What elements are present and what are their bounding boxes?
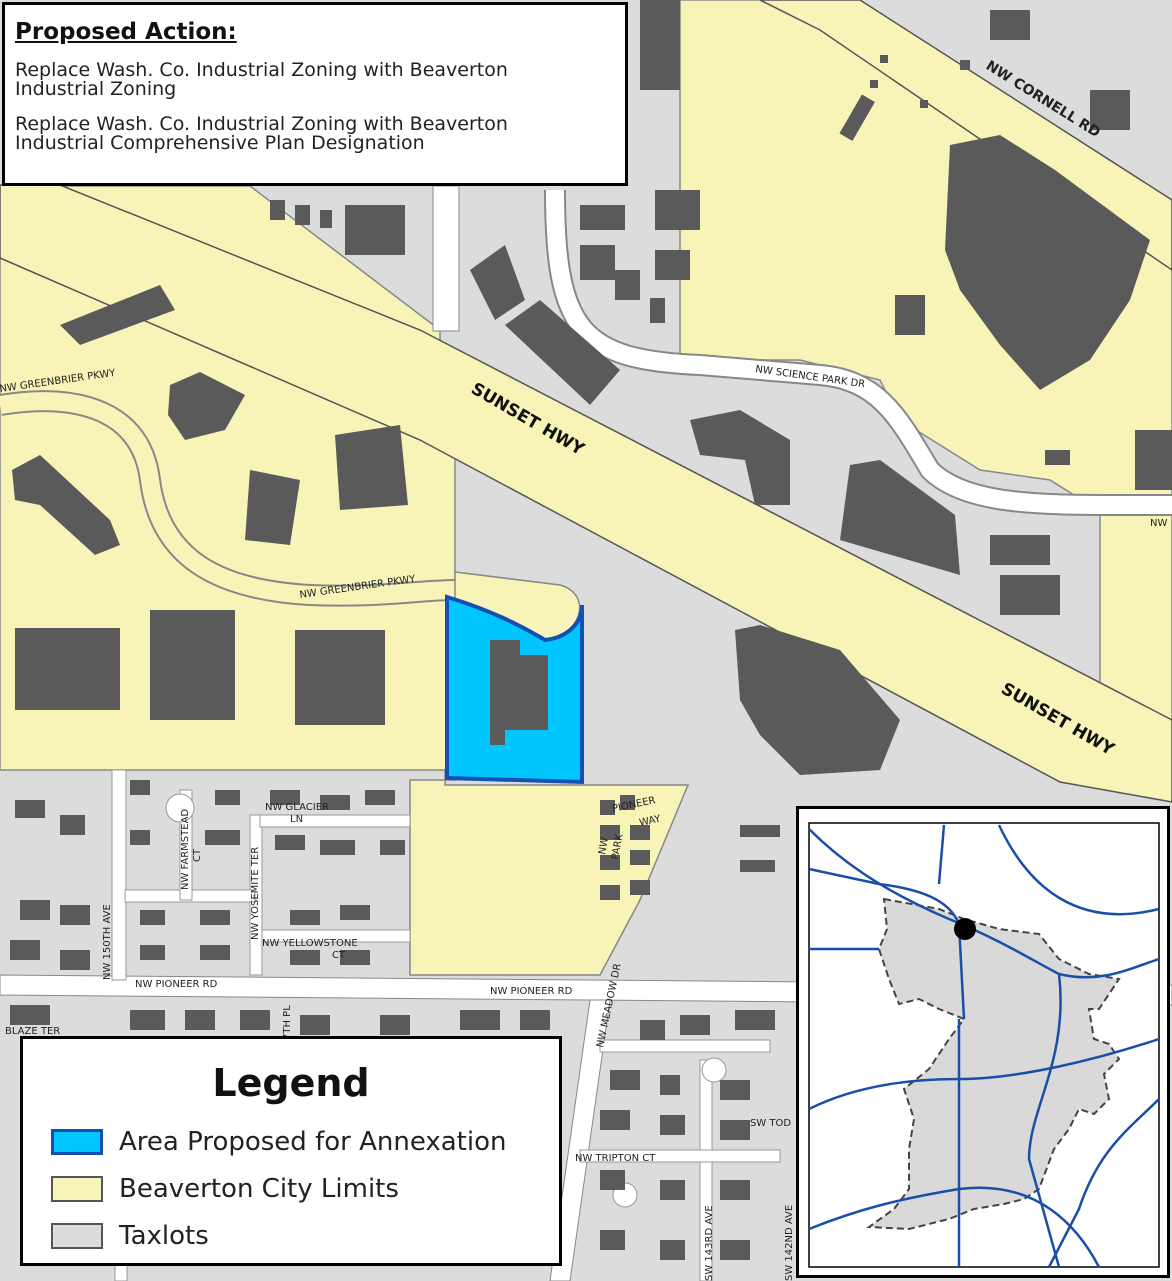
legend-box: Legend Area Proposed for Annexation Beav… (20, 1036, 562, 1266)
label-pioneer-rd-1: NW PIONEER RD (135, 979, 218, 990)
greenbrier-pkwy-fill (0, 392, 456, 605)
inset-svg (808, 822, 1160, 1268)
label-blaze: BLAZE TER (5, 1026, 60, 1037)
legend-swatch-city-limits (51, 1176, 103, 1202)
legend-label-city-limits: Beaverton City Limits (119, 1174, 399, 1204)
label-7th-pl: 7TH PL (282, 1005, 293, 1040)
label-yellowstone-ct: CT (332, 950, 346, 961)
label-150th: NW 150TH AVE (102, 904, 113, 980)
proposed-action-line-1: Replace Wash. Co. Industrial Zoning with… (15, 59, 508, 100)
legend-swatch-taxlots (51, 1223, 103, 1249)
label-glacier: NW GLACIER (265, 802, 329, 813)
legend-item-city-limits: Beaverton City Limits (51, 1174, 399, 1204)
label-glacier-ln: LN (290, 814, 303, 825)
inset-locator-map (796, 806, 1170, 1278)
north-south-road (432, 185, 460, 332)
proposed-action-box: Proposed Action: Replace Wash. Co. Indus… (2, 2, 628, 186)
proposed-action-line-2: Replace Wash. Co. Industrial Zoning with… (15, 113, 508, 154)
legend-title: Legend (212, 1061, 370, 1105)
label-nw-park-2: PARK (610, 833, 625, 861)
residential-houses (10, 780, 780, 1260)
legend-label-taxlots: Taxlots (119, 1221, 209, 1251)
legend-item-annexation: Area Proposed for Annexation (51, 1127, 507, 1157)
inset-city-outline (866, 897, 1121, 1231)
label-tripton: NW TRIPTON CT (575, 1153, 656, 1164)
label-farmstead: NW FARMSTEAD (180, 809, 191, 890)
legend-label-annexation: Area Proposed for Annexation (119, 1127, 507, 1157)
legend-item-taxlots: Taxlots (51, 1221, 209, 1251)
label-farmstead-ct: CT (192, 848, 203, 862)
inset-location-marker (954, 918, 976, 940)
label-nw-edge: NW (1150, 518, 1167, 529)
label-yosemite: NW YOSEMITE TER (250, 847, 261, 940)
buildings (12, 0, 1172, 775)
label-nw-park: NW (597, 836, 611, 855)
label-142nd: SW 142ND AVE (784, 1205, 795, 1281)
proposed-action-title: Proposed Action: (15, 19, 237, 45)
label-pioneer-rd-2: NW PIONEER RD (490, 986, 573, 997)
label-sw-tod: SW TOD (750, 1118, 791, 1129)
meadow-dr (549, 999, 611, 1281)
label-yellowstone: NW YELLOWSTONE (262, 938, 358, 949)
legend-swatch-annexation (51, 1129, 103, 1155)
label-143rd: SW 143RD AVE (704, 1205, 715, 1281)
label-pioneer-way-2: WAY (638, 814, 662, 829)
science-park-dr-fill (546, 189, 1172, 514)
